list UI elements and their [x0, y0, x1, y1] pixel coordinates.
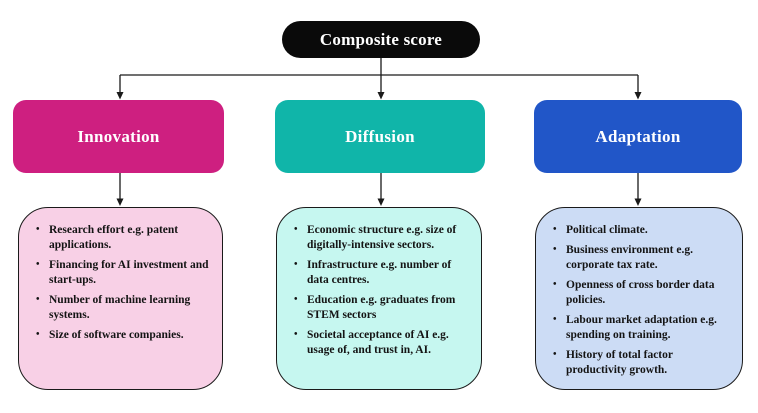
list-item: Education e.g. graduates from STEM secto…	[293, 293, 471, 323]
list-item: Economic structure e.g. size of digitall…	[293, 223, 471, 253]
arrowhead-down	[116, 198, 124, 206]
adaptation-label: Adaptation	[595, 126, 681, 146]
list-item: Societal acceptance of AI e.g. usage of,…	[293, 328, 471, 358]
diffusion-label: Diffusion	[345, 126, 415, 146]
arrowhead-down	[377, 92, 385, 100]
diffusion-bullet-list: Economic structure e.g. size of digitall…	[293, 223, 471, 358]
composite-score-label: Composite score	[319, 29, 443, 49]
composite-score-node: Composite score	[282, 21, 480, 58]
arrowhead-down	[634, 92, 642, 100]
adaptation-bullet-list: Political climate. Business environment …	[552, 223, 732, 377]
innovation-panel: Research effort e.g. patent applications…	[18, 207, 223, 390]
arrowhead-down	[116, 92, 124, 100]
list-item: Research effort e.g. patent applications…	[35, 223, 212, 253]
list-item: Business environment e.g. corporate tax …	[552, 243, 732, 273]
list-item: History of total factor productivity gro…	[552, 348, 732, 378]
adaptation-panel: Political climate. Business environment …	[535, 207, 743, 390]
arrowhead-down	[377, 198, 385, 206]
innovation-bullet-list: Research effort e.g. patent applications…	[35, 223, 212, 343]
list-item: Infrastructure e.g. number of data centr…	[293, 258, 471, 288]
list-item: Size of software companies.	[35, 328, 212, 343]
innovation-label: Innovation	[77, 126, 160, 146]
adaptation-header: Adaptation	[534, 100, 742, 173]
innovation-header: Innovation	[13, 100, 224, 173]
list-item: Number of machine learning systems.	[35, 293, 212, 323]
arrowhead-down	[634, 198, 642, 206]
list-item: Openness of cross border data policies.	[552, 278, 732, 308]
diffusion-panel: Economic structure e.g. size of digitall…	[276, 207, 482, 390]
diffusion-header: Diffusion	[275, 100, 485, 173]
list-item: Political climate.	[552, 223, 732, 238]
list-item: Financing for AI investment and start-up…	[35, 258, 212, 288]
list-item: Labour market adaptation e.g. spending o…	[552, 313, 732, 343]
